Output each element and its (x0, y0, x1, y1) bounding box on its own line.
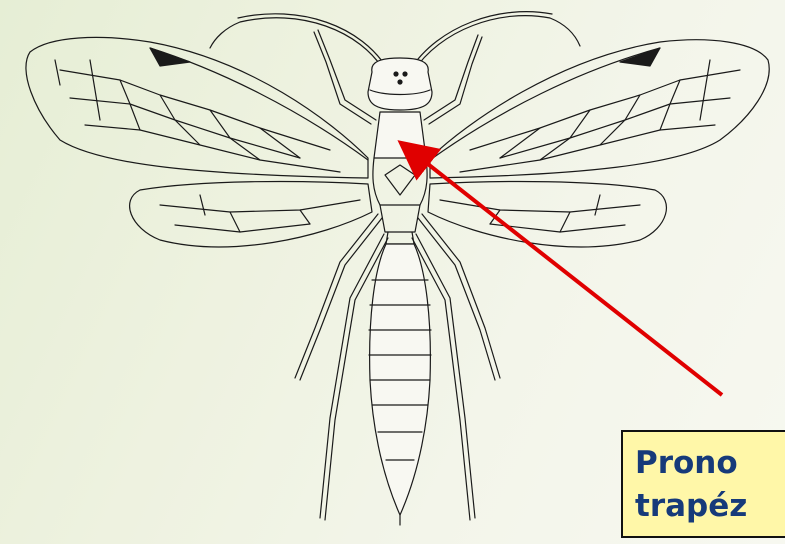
callout-label: Prono trapéz (621, 430, 785, 538)
pointer-arrow (410, 150, 722, 395)
thorax (373, 112, 427, 244)
right-forewing (430, 40, 769, 178)
left-hindwing (130, 182, 372, 247)
left-forewing (26, 37, 368, 178)
abdomen (369, 244, 431, 525)
head (368, 58, 432, 110)
